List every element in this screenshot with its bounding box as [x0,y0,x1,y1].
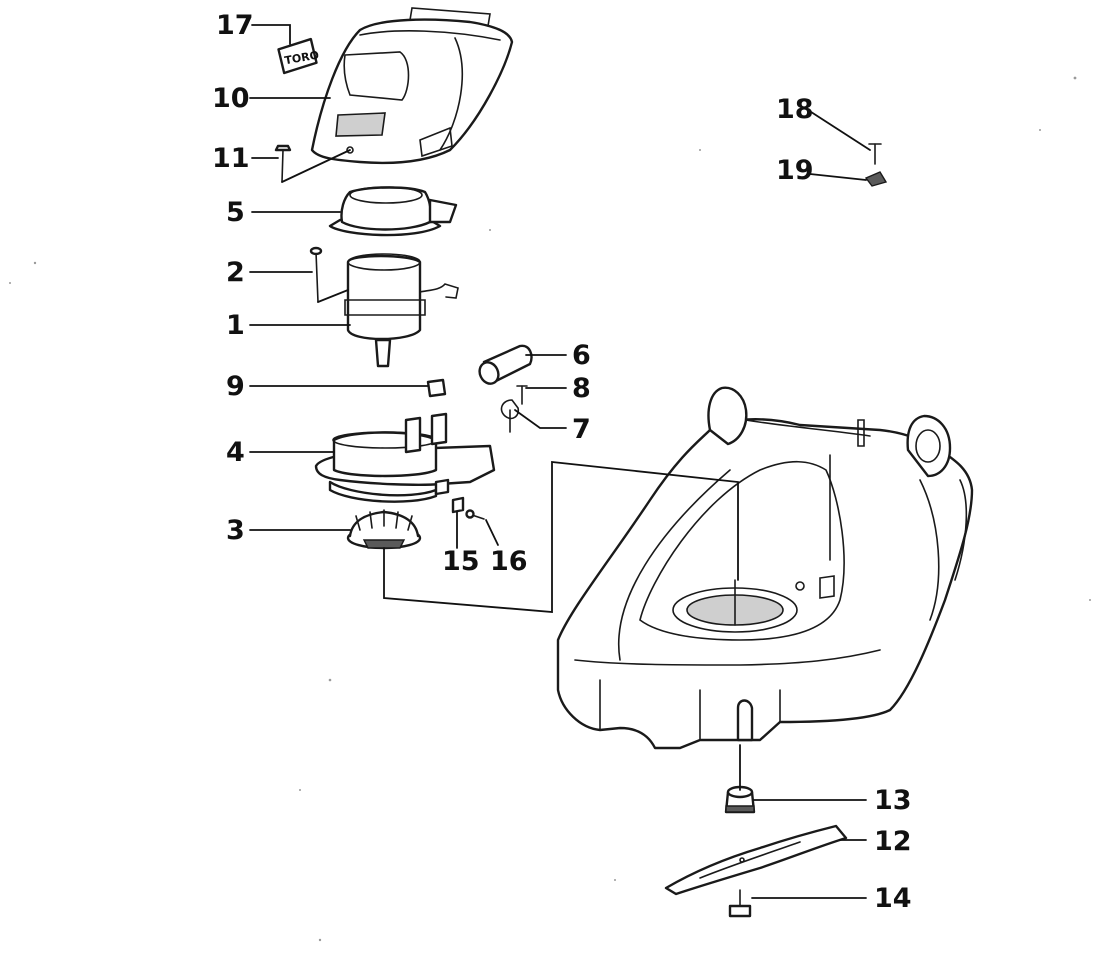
callout-4: 4 [226,437,245,468]
callout-15: 15 [442,546,480,577]
callout-17: 17 [216,10,254,41]
part-15-nut [451,496,465,514]
callout-1: 1 [226,310,245,341]
part-14-bolt [728,889,752,918]
part-8-screw [516,385,528,405]
part-7-clip [500,399,520,433]
part-1-motor [344,253,459,368]
callout-labels: 17 10 11 5 2 1 9 4 3 15 16 6 8 7 18 19 1… [212,10,912,914]
part-17-toro-decal: TORO [277,37,320,75]
callout-5: 5 [226,197,245,228]
part-6-capacitor [478,344,533,385]
callout-13: 13 [874,785,912,816]
callout-18: 18 [776,94,814,125]
part-12-blade [664,824,848,896]
callout-8: 8 [572,373,591,404]
assembly-lines [281,149,741,791]
callout-2: 2 [226,257,245,288]
callout-10: 10 [212,83,250,114]
mower-deck [556,386,974,750]
part-19-washer [864,171,888,187]
callout-12: 12 [874,826,912,857]
callout-7: 7 [572,414,591,445]
scan-specks [9,76,1091,942]
part-18-screw [868,143,882,165]
callout-3: 3 [226,515,245,546]
part-9-clip [426,378,447,398]
part-10-motor-cover [310,7,514,165]
part-16-screw [465,509,485,520]
part-4-fan-housing [314,412,496,503]
part-3-fan [346,509,422,550]
callout-6: 6 [572,340,591,371]
callout-19: 19 [776,155,814,186]
callout-16: 16 [490,546,528,577]
part-11-screw [274,144,292,183]
callout-11: 11 [212,143,250,174]
leader-lines [249,24,871,899]
part-2-screw [309,246,323,303]
callout-9: 9 [226,371,245,402]
part-5-housing-top [328,186,458,237]
toro-logo-text: TORO [284,48,320,67]
callout-14: 14 [874,883,912,914]
